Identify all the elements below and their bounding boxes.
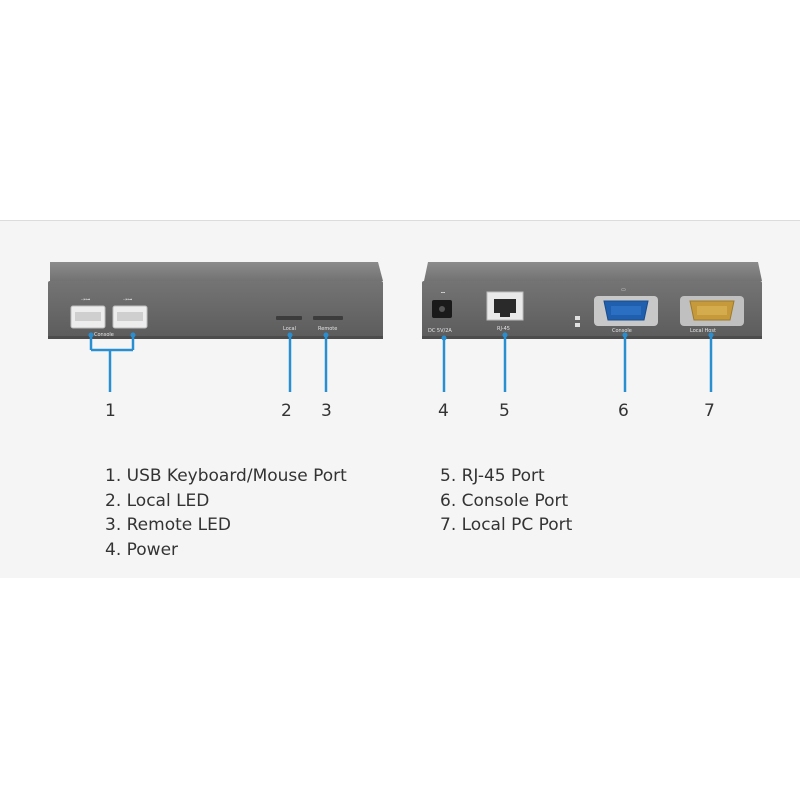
usb-symbol-icon: ⇢⊶: [81, 297, 90, 303]
power-symbol-icon: ⎓: [441, 290, 445, 296]
front-device: ⇢⊶ ⇢⊶ Console Local Remote: [48, 262, 383, 339]
callout-number-6: 6: [618, 401, 629, 421]
legend-item: 4. Power: [105, 539, 179, 560]
front-device-base: [48, 336, 383, 339]
usb-port-1: [70, 305, 106, 329]
callout-number-1: 1: [105, 401, 116, 421]
callout-number-7: 7: [704, 401, 715, 421]
legend-item: 7. Local PC Port: [440, 515, 573, 535]
console-vga-label: Console: [612, 328, 632, 334]
front-device-top: [50, 262, 383, 281]
usb-symbol-icon: ⇢⊶: [123, 297, 132, 303]
callout-number-2: 2: [281, 401, 292, 421]
legend-right: 5. RJ-45 Port 6. Console Port 7. Local P…: [440, 464, 572, 538]
legend-item: 6. Console Port: [440, 490, 569, 511]
callout-line-1: [89, 335, 135, 392]
callout-number-4: 4: [438, 401, 449, 421]
rear-device: ⎓ DC 5V/2A RJ-45 ▭ Console Local Host: [422, 262, 762, 339]
db9-local-host-port: [680, 296, 744, 326]
power-label: DC 5V/2A: [428, 328, 452, 334]
callout-number-3: 3: [321, 401, 332, 421]
local-host-label: Local Host: [690, 328, 716, 334]
callout-number-5: 5: [499, 401, 510, 421]
rear-device-top: [424, 262, 762, 281]
usb-port-2: [112, 305, 148, 329]
dip-switch: [575, 316, 580, 320]
monitor-symbol-icon: ▭: [621, 287, 626, 293]
console-usb-label: Console: [94, 332, 114, 338]
legend-left: 1. USB Keyboard/Mouse Port 2. Local LED …: [105, 464, 347, 562]
remote-led: [313, 316, 343, 320]
vga-console-port: [594, 296, 658, 326]
callout-dots: [88, 332, 714, 341]
legend-item: 2. Local LED: [105, 490, 210, 511]
power-jack: [432, 300, 452, 318]
callout-lines: [89, 335, 713, 392]
legend-item: 1. USB Keyboard/Mouse Port: [105, 466, 347, 486]
rj45-label: RJ-45: [497, 326, 510, 332]
rear-device-base: [422, 336, 762, 339]
dip-switch: [575, 323, 580, 327]
legend-item: 5. RJ-45 Port: [440, 466, 545, 486]
remote-led-label: Remote: [318, 326, 337, 332]
legend-item: 3. Remote LED: [105, 515, 231, 535]
local-led-label: Local: [283, 326, 296, 332]
local-led: [276, 316, 302, 320]
rj45-port: [486, 291, 524, 321]
